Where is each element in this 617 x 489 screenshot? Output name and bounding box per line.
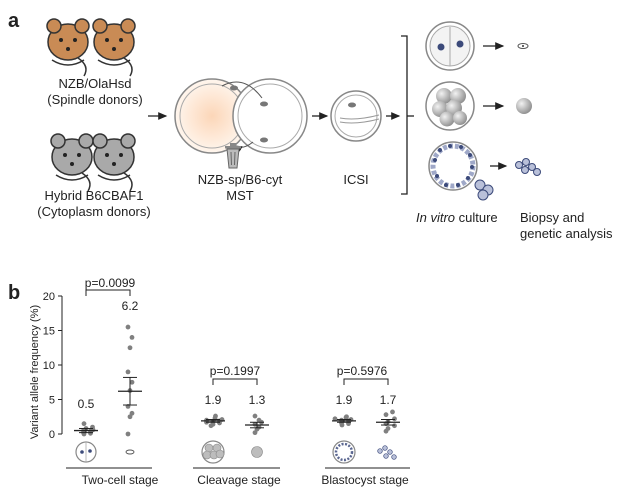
y-axis-label: Variant allele frequency (%) (29, 304, 41, 440)
biopsy-trophectoderm-cell (387, 449, 393, 455)
mean-label: 0.5 (77, 397, 95, 411)
data-point (392, 416, 397, 422)
culture-label-italic: In vitro (416, 210, 456, 225)
culture-label-rest: culture (455, 210, 498, 225)
biopsy-cell-icon (517, 43, 529, 49)
biopsy-trophectoderm-icon (515, 158, 541, 176)
icsi-oocyte-icon (330, 90, 382, 142)
panel-b-letter: b (8, 282, 21, 304)
gray-mouse-icon (50, 133, 94, 192)
donor1-role: (Spindle donors) (47, 92, 143, 107)
significance-bracket (85, 289, 131, 296)
mean-label: 1.9 (335, 393, 353, 407)
nucleus-dot (80, 450, 84, 454)
data-point (125, 324, 131, 330)
significance-bracket (343, 378, 389, 385)
data-point (129, 335, 135, 340)
significance-bracket (212, 378, 258, 385)
mst-label-line1: NZB-sp/B6-cyt (197, 172, 283, 187)
icsi-label: ICSI (343, 172, 369, 187)
panel-a-letter: a (8, 10, 20, 32)
p-value-two-cell: p=0.0099 (84, 276, 136, 290)
biopsy-blastomere-icon (251, 446, 263, 458)
y-tick-label: 10 (43, 360, 55, 372)
data-point (129, 410, 135, 416)
mean-label: 1.3 (248, 393, 266, 407)
trash-icon (225, 143, 241, 169)
data-point (383, 412, 389, 418)
group-label-blastocyst: Blastocyst stage (321, 473, 409, 487)
blastomere (215, 449, 225, 459)
group-label-two-cell: Two-cell stage (81, 473, 159, 487)
data-point (125, 431, 131, 437)
data-point (390, 409, 395, 415)
y-tick-label: 5 (49, 395, 55, 407)
biopsy-trophectoderm-cell (382, 445, 388, 451)
data-point (129, 379, 135, 385)
data-point (127, 345, 133, 351)
biopsy-label-line1: Biopsy and (520, 210, 585, 225)
two-cell-embryo-icon (425, 21, 475, 71)
donor2-name: Hybrid B6CBAF1 (44, 188, 144, 203)
donor2-role: (Cytoplasm donors) (37, 204, 151, 219)
donor1-name: NZB/OlaHsd (58, 76, 132, 91)
data-point (252, 413, 258, 419)
y-tick-label: 0 (49, 429, 55, 441)
biopsy-label-line2: genetic analysis (520, 226, 613, 241)
data-point (256, 424, 262, 430)
trophectoderm-ring (334, 442, 354, 462)
data-point (125, 369, 131, 375)
brown-mouse-icon (46, 18, 90, 77)
cleavage-embryo-icon (425, 81, 475, 131)
biopsy-blastomere-icon (516, 98, 532, 114)
data-point (332, 416, 338, 422)
y-tick-label: 20 (43, 291, 55, 303)
mean-label: 1.7 (379, 393, 397, 407)
biopsy-trophectoderm-cell (377, 448, 383, 454)
blastocyst-icon (428, 141, 494, 201)
nucleus-dot (88, 449, 92, 453)
mst-label-line2: MST (226, 188, 254, 203)
biopsy-trophectoderm-cell (391, 454, 397, 460)
data-point (385, 426, 391, 431)
culture-label: In vitro culture (416, 210, 498, 226)
biopsy-cell-icon (125, 449, 135, 455)
p-value-blastocyst: p=0.5976 (336, 364, 388, 378)
mean-label: 1.9 (204, 393, 222, 407)
data-point (81, 421, 87, 427)
data-point (213, 413, 218, 419)
mean-label: 6.2 (121, 299, 139, 313)
data-point (344, 414, 349, 420)
data-point (392, 423, 397, 429)
data-point (256, 417, 262, 423)
y-tick-label: 15 (43, 326, 55, 338)
spindle-transfer-icon (174, 78, 308, 154)
group-label-cleavage: Cleavage stage (197, 473, 281, 487)
biopsy-trophectoderm-cell (383, 453, 389, 459)
p-value-cleavage: p=0.1997 (209, 364, 261, 378)
gray-mouse-icon (92, 133, 136, 192)
brown-mouse-icon (92, 18, 136, 77)
bracket (401, 35, 408, 195)
